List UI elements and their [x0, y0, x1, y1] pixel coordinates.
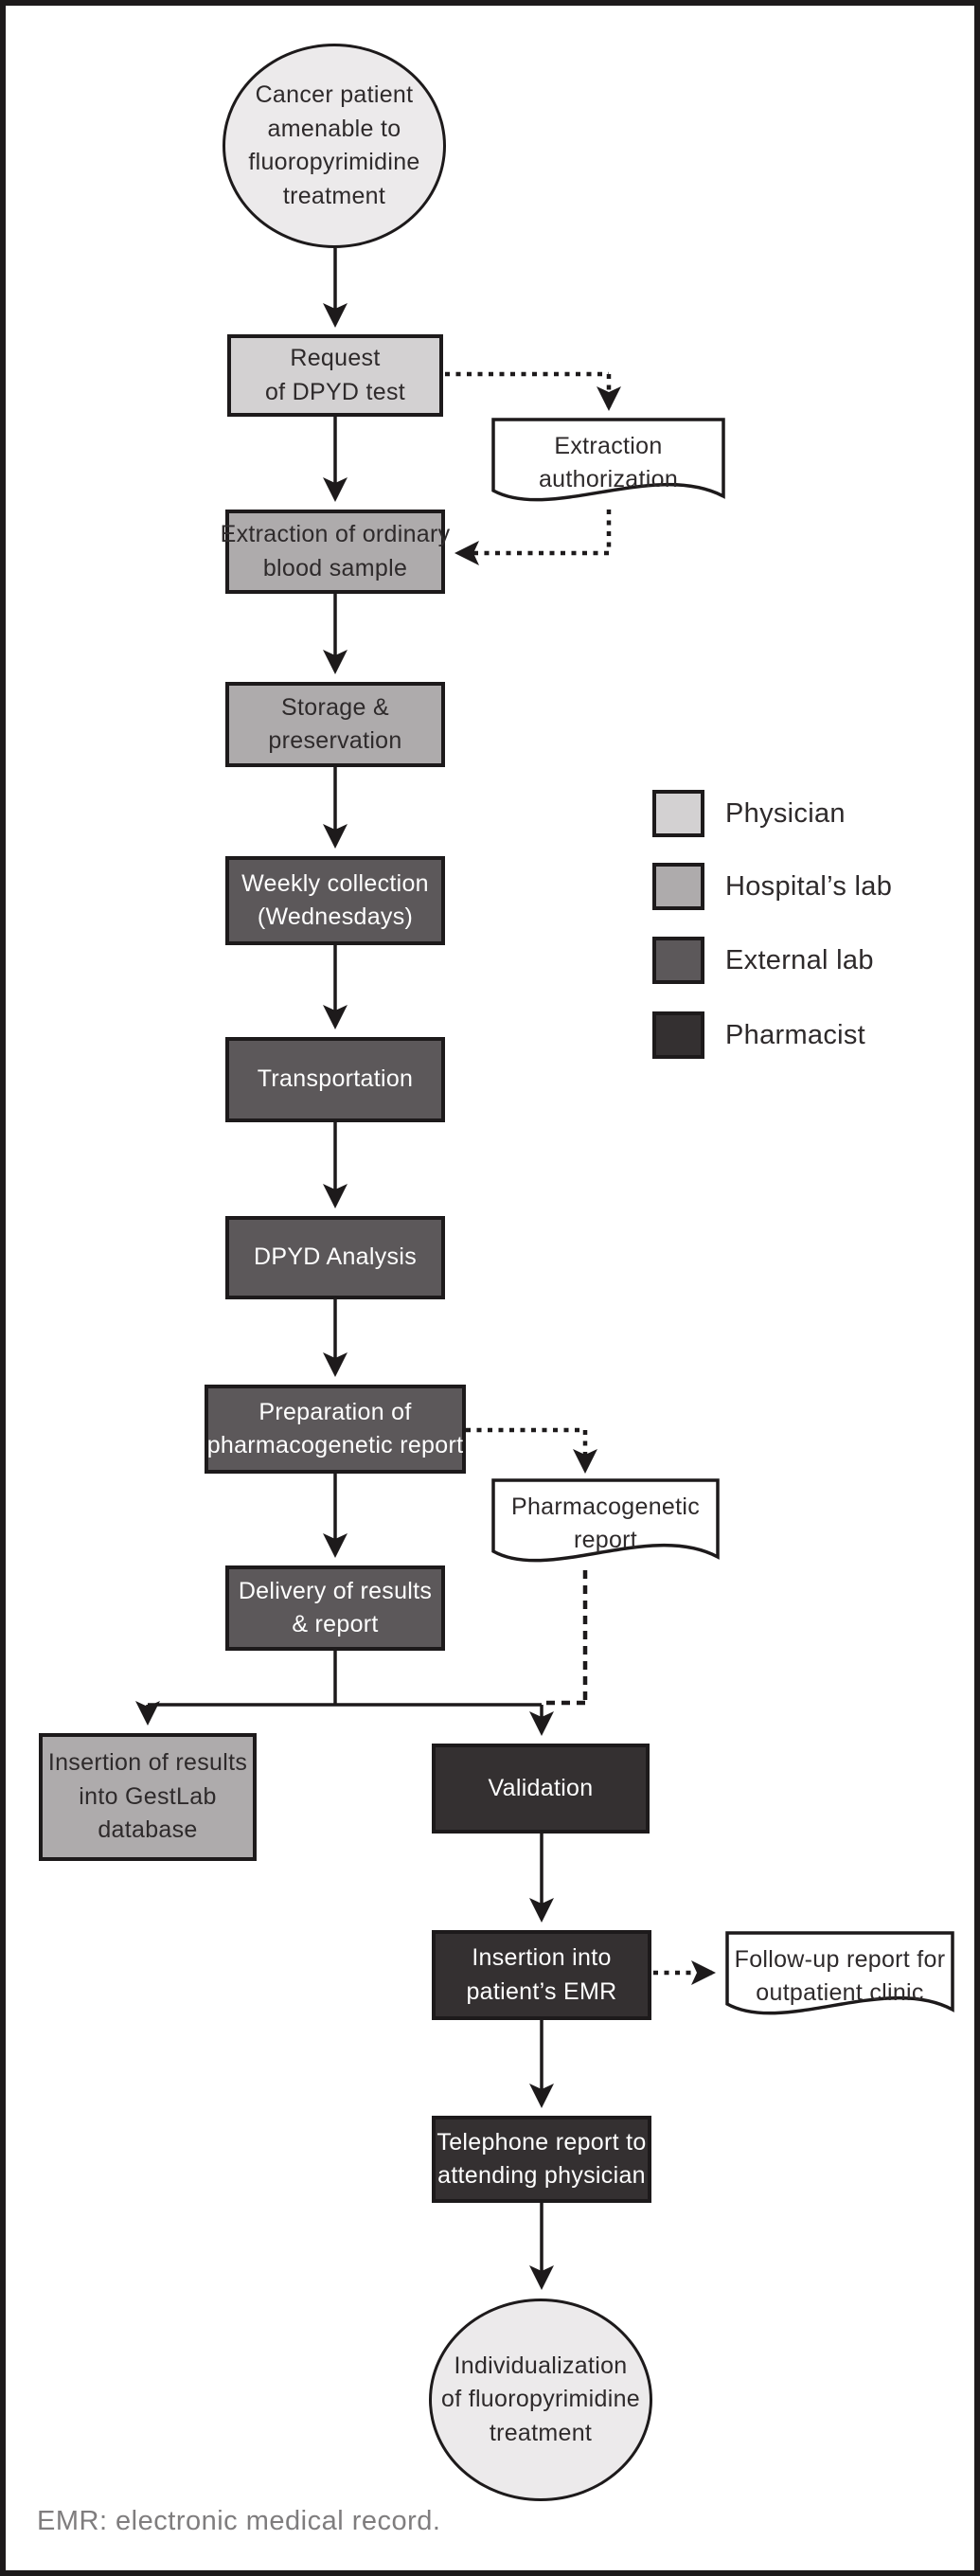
pharmacogenetic-report-document-shape [491, 1478, 720, 1563]
extraction-authorization-document-label: Extraction authorization [538, 433, 679, 492]
footer-abbreviation-note: EMR: electronic medical record. [37, 2506, 441, 2536]
step-transportation: Transportation [225, 1037, 445, 1122]
legend-label-hospital-lab: Hospital’s lab [725, 870, 893, 902]
extraction-authorization-document-shape [491, 418, 725, 502]
legend-swatch-external-lab [652, 937, 704, 984]
followup-report-document-label: Follow-up report for outpatient clinic [734, 1946, 946, 2006]
legend-item-external-lab: External lab [652, 937, 874, 984]
connector-layer [135, 248, 954, 2290]
step-telephone-report: Telephone report to attending physician [432, 2116, 651, 2203]
step-weekly-collection: Weekly collection (Wednesdays) [225, 856, 445, 945]
legend-label-physician: Physician [725, 797, 846, 829]
step-delivery-results-report: Delivery of results & report [225, 1565, 445, 1651]
legend-swatch-hospital-lab [652, 863, 704, 910]
step-insertion-patient-emr: Insertion into patient’s EMR [432, 1930, 651, 2020]
legend-label-external-lab: External lab [725, 944, 874, 975]
legend-item-physician: Physician [652, 790, 846, 837]
step-validation: Validation [432, 1744, 650, 1834]
legend-swatch-pharmacist [652, 1011, 704, 1059]
step-insertion-gestlab-database: Insertion of results into GestLab databa… [39, 1733, 257, 1861]
start-terminator: Cancer patient amenable to fluoropyrimid… [223, 44, 446, 248]
legend-label-pharmacist: Pharmacist [725, 1019, 866, 1050]
legend-swatch-physician [652, 790, 704, 837]
end-terminator: Individualization of fluoropyrimidine tr… [429, 2299, 652, 2501]
pharmacogenetic-report-document-label: Pharmacogenetic report [510, 1494, 701, 1553]
followup-report-document-shape [725, 1931, 954, 2015]
step-storage-preservation: Storage & preservation [225, 682, 445, 767]
step-dpyd-analysis: DPYD Analysis [225, 1216, 445, 1299]
step-preparation-pgx-report: Preparation of pharmacogenetic report [205, 1385, 466, 1474]
step-extraction-blood-sample: Extraction of ordinary blood sample [221, 510, 450, 594]
step-request-dpyd-test: Request of DPYD test [227, 334, 443, 417]
legend-item-pharmacist: Pharmacist [652, 1011, 865, 1059]
legend-item-hospital-lab: Hospital’s lab [652, 863, 892, 910]
